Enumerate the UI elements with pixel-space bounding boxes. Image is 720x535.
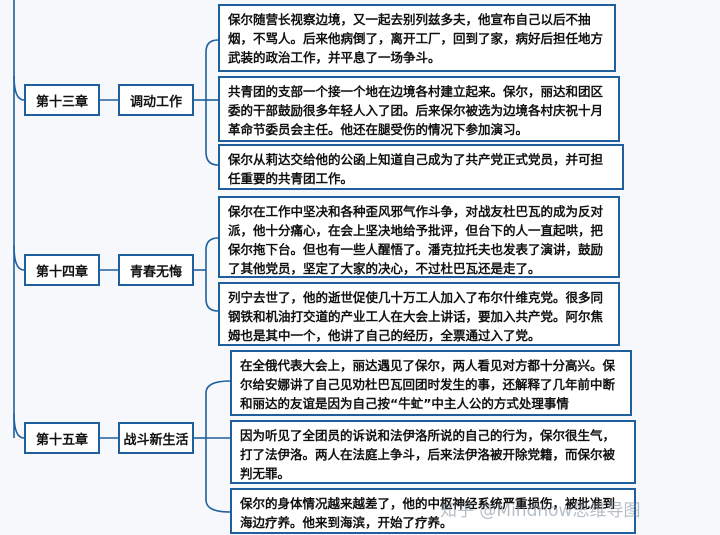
- note-text: 列宁去世了，他的逝世促使几十万工人加入了布尔什维克党。很多同钢铁和机油打交道的产…: [228, 290, 604, 343]
- note-text: 因为听见了全团员的诉说和法伊洛所说的自己的行为，保尔很生气，打了法伊洛。两人在法…: [240, 428, 616, 481]
- topic-label: 战斗新生活: [123, 432, 189, 448]
- note-text: 保尔的身体情况越来越差了，他的中枢神经系统严重损伤，被批准到海边疗养。他来到海滨…: [240, 496, 616, 530]
- note-text: 共青团的支部一个接一个地在边境各村建立起来。保尔，丽达和团区委的干部鼓励很多年轻…: [228, 84, 604, 137]
- branch-line-15: [13, 413, 25, 439]
- note-13-2[interactable]: 共青团的支部一个接一个地在边境各村建立起来。保尔，丽达和团区委的干部鼓励很多年轻…: [218, 76, 620, 142]
- note-text: 保尔从莉达交给他的公函上知道自己成为了共产党正式党员，并可担任重要的共青团工作。: [228, 152, 604, 186]
- note-text: 在全俄代表大会上，丽达遇见了保尔，两人看见对方都十分高兴。保尔给安娜讲了自己见劝…: [240, 358, 616, 411]
- chapter-node-14[interactable]: 第十四章: [24, 254, 100, 286]
- note-13-3[interactable]: 保尔从莉达交给他的公函上知道自己成为了共产党正式党员，并可担任重要的共青团工作。: [218, 144, 624, 190]
- note-13-1[interactable]: 保尔随营长视察边境，又一起去别列兹多夫，他宣布自己以后不抽烟，不骂人。后来他病倒…: [218, 4, 616, 72]
- topic-node-14[interactable]: 青春无悔: [118, 254, 194, 286]
- chapter-label: 第十三章: [35, 94, 88, 110]
- watermark: 知乎 @Mindnow思维导图: [440, 501, 641, 521]
- topic-node-13[interactable]: 调动工作: [118, 84, 194, 116]
- chapter-node-13[interactable]: 第十三章: [24, 84, 100, 116]
- note-14-1[interactable]: 保尔在工作中坚决和各种歪风邪气作斗争，对战友杜巴瓦的成为反对派，他十分痛心，在会…: [218, 196, 620, 278]
- note-15-1[interactable]: 在全俄代表大会上，丽达遇见了保尔，两人看见对方都十分高兴。保尔给安娜讲了自己见劝…: [230, 350, 632, 416]
- chapter-node-15[interactable]: 第十五章: [24, 422, 100, 454]
- chapter-label: 第十四章: [35, 264, 88, 280]
- note-text: 保尔随营长视察边境，又一起去别列兹多夫，他宣布自己以后不抽烟，不骂人。后来他病倒…: [228, 12, 604, 65]
- branch-line-14: [13, 245, 25, 271]
- note-14-2[interactable]: 列宁去世了，他的逝世促使几十万工人加入了布尔什维克党。很多同钢铁和机油打交道的产…: [218, 282, 620, 346]
- note-text: 保尔在工作中坚决和各种歪风邪气作斗争，对战友杜巴瓦的成为反对派，他十分痛心，在会…: [228, 204, 604, 276]
- chapter-label: 第十五章: [35, 432, 88, 448]
- topic-label: 调动工作: [129, 94, 182, 110]
- topic-node-15[interactable]: 战斗新生活: [118, 422, 194, 454]
- note-15-2[interactable]: 因为听见了全团员的诉说和法伊洛所说的自己的行为，保尔很生气，打了法伊洛。两人在法…: [230, 420, 636, 484]
- note-15-3[interactable]: 保尔的身体情况越来越差了，他的中枢神经系统严重损伤，被批准到海边疗养。他来到海滨…: [230, 488, 636, 534]
- topic-label: 青春无悔: [129, 264, 182, 280]
- branch-line-13: [13, 75, 25, 101]
